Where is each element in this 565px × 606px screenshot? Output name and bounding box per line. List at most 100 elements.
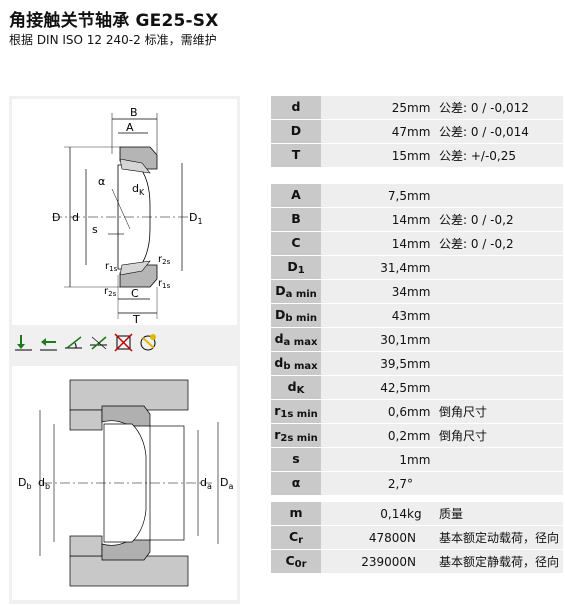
page-subtitle: 根据 DIN ISO 12 240-2 标准，需维护 [9,33,217,47]
spec-unit: mm [407,143,439,168]
axial-load-icon [39,333,58,352]
spec-note: 公差: 0 / -0,2 [439,231,563,256]
spec-note [439,255,563,280]
spec-note [439,447,563,472]
spec-unit: kg [407,502,439,526]
spec-symbol: Cr [271,525,321,550]
spec-value: 34 [321,279,407,304]
spec-note [439,471,563,496]
spec-note [439,279,563,304]
spec-value: 0,2 [321,423,407,448]
angular-tilt-icon [89,333,108,352]
label-C: C [131,287,139,300]
spec-symbol: C0r [271,549,321,574]
bearing-section-drawing: B A D d D1 α dK s r1s r2s r2s r1s [12,99,237,326]
radial-load-icon [14,333,33,352]
spec-unit: mm [407,207,439,232]
label-r1s: r1s [105,261,118,273]
feature-icon-row [14,333,158,355]
spec-note: 质量 [439,502,563,526]
spec-value: 25 [321,96,407,120]
tilt-angle-icon [64,333,83,352]
spec-symbol: d [271,96,321,120]
label-db: db [38,476,50,491]
label-D1: D1 [189,211,203,226]
spec-symbol: s [271,447,321,472]
spec-symbol: C [271,231,321,256]
spec-value: 7,5 [321,184,407,208]
label-Da: Da [220,476,233,491]
spec-unit: ° [407,471,439,496]
spec-symbol: dK [271,375,321,400]
spec-symbol: m [271,502,321,526]
label-T: T [132,313,140,325]
spec-unit: mm [407,423,439,448]
label-D: D [52,211,60,224]
spec-value: 30,1 [321,327,407,352]
spec-value: 1 [321,447,407,472]
spec-unit: mm [407,255,439,280]
label-B: B [130,106,138,119]
mounting-drawing: Db db da Da [12,366,237,600]
spec-value: 0,6 [321,399,407,424]
spec-note: 基本额定动载荷，径向 [439,525,563,550]
spec-symbol: A [271,184,321,208]
spec-unit: N [407,525,439,550]
spec-note: 倒角尺寸 [439,399,563,424]
label-d: d [72,211,79,224]
spec-note: 基本额定静载荷，径向 [439,549,563,574]
spec-symbol: α [271,471,321,496]
spec-symbol: r2s min [271,423,321,448]
spec-unit: mm [407,119,439,144]
spec-symbol: T [271,143,321,168]
spec-symbol: da max [271,327,321,352]
label-da: da [200,476,212,491]
spec-value: 42,5 [321,375,407,400]
spec-unit: mm [407,303,439,328]
spec-note [439,184,563,208]
spec-symbol: B [271,207,321,232]
spec-symbol: D1 [271,255,321,280]
spec-unit: mm [407,96,439,120]
spec-note [439,351,563,376]
label-s: s [92,223,98,236]
spec-value: 239000 [321,549,407,574]
spec-value: 15 [321,143,407,168]
label-r2s-right: r2s [158,254,171,266]
page-title: 角接触关节轴承 GE25-SX [9,11,219,31]
spec-symbol: Db min [271,303,321,328]
spec-value: 2,7 [321,471,407,496]
spec-unit: mm [407,327,439,352]
spec-value: 43 [321,303,407,328]
label-r2s-bottom: r2s [104,286,117,298]
spec-note [439,327,563,352]
spec-value: 14 [321,207,407,232]
spec-unit: mm [407,399,439,424]
spec-unit: mm [407,279,439,304]
spec-note: 公差: 0 / -0,2 [439,207,563,232]
spec-unit: mm [407,375,439,400]
spec-value: 14 [321,231,407,256]
spec-value: 47 [321,119,407,144]
spec-note: 倒角尺寸 [439,423,563,448]
spec-symbol: db max [271,351,321,376]
label-Db: Db [18,476,32,491]
spec-value: 31,4 [321,255,407,280]
spec-note: 公差: +/-0,25 [439,143,563,168]
spec-symbol: Da min [271,279,321,304]
